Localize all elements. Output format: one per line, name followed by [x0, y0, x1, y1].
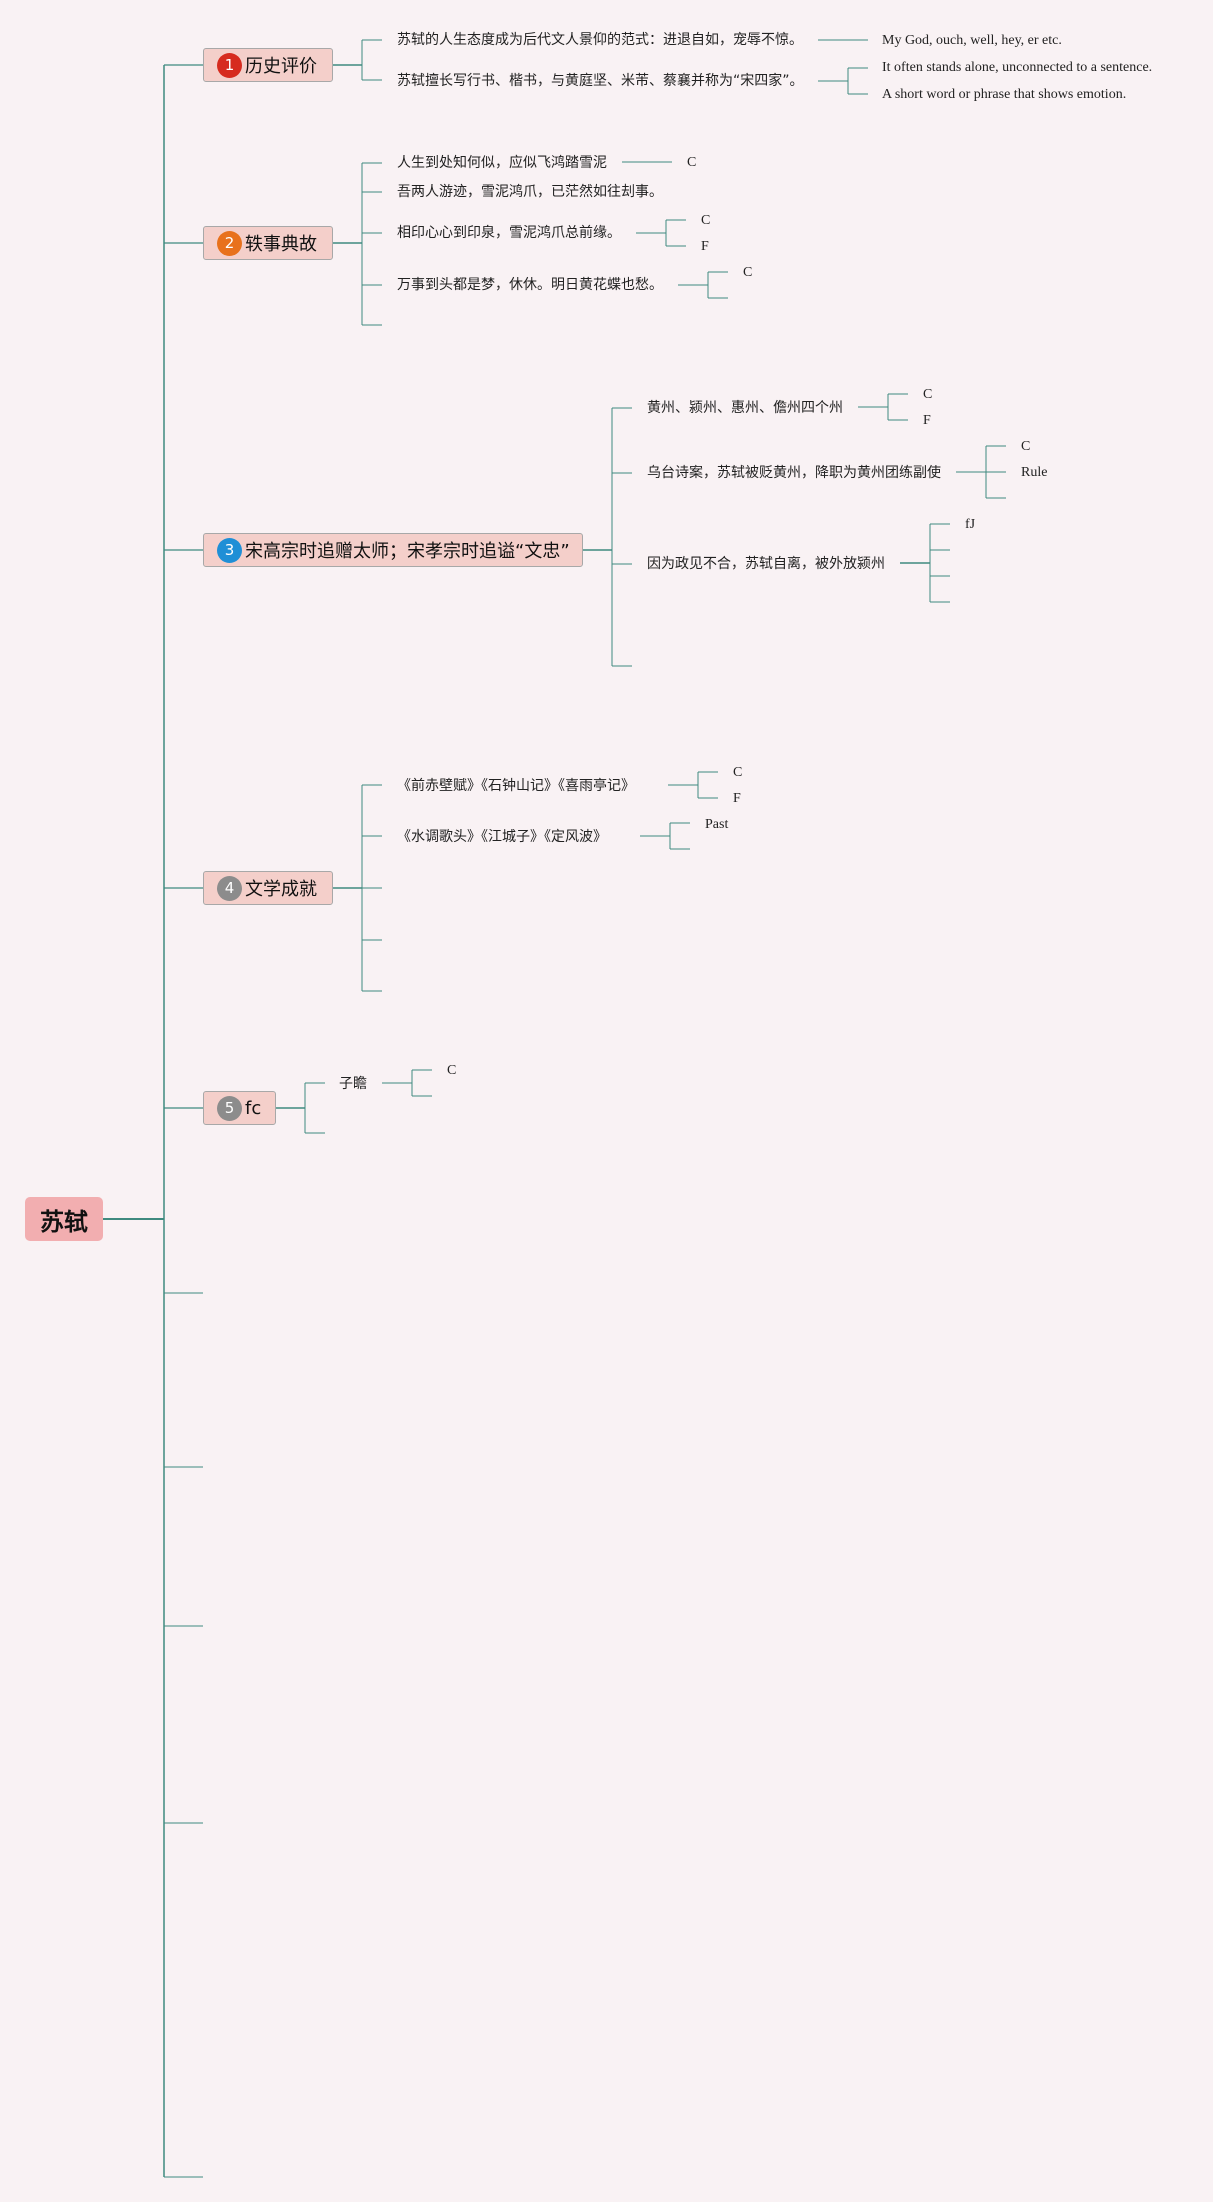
- branch-topic-3[interactable]: 3 宋高宗时追赠太师；宋孝宗时追谥“文忠”: [203, 533, 583, 567]
- note-text[interactable]: F: [733, 791, 741, 806]
- branch-label-1: 历史评价: [245, 56, 317, 77]
- root-topic[interactable]: 苏轼: [25, 1197, 103, 1241]
- branch-topic-2[interactable]: 2 轶事典故: [203, 226, 333, 260]
- subtopic[interactable]: 人生到处知何似，应似飞鸿踏雪泥: [397, 155, 607, 171]
- subtopic[interactable]: 吾两人游迹，雪泥鸿爪，已茫然如往刦事。: [397, 184, 663, 200]
- branch-label-4: 文学成就: [245, 879, 317, 900]
- subtopic[interactable]: 乌台诗案，苏轼被贬黄州，降职为黄州团练副使: [647, 465, 941, 481]
- subtopic[interactable]: 《水调歌头》《江城子》《定风波》: [397, 829, 607, 845]
- note-text[interactable]: C: [733, 765, 743, 780]
- note-text[interactable]: C: [447, 1063, 457, 1078]
- number-badge-1: 1: [217, 52, 242, 78]
- note-text[interactable]: My God, ouch, well, hey, er etc.: [882, 33, 1062, 48]
- note-text[interactable]: It often stands alone, unconnected to a …: [882, 60, 1153, 75]
- branch-label-2: 轶事典故: [245, 234, 317, 255]
- note-text[interactable]: Past: [705, 817, 729, 832]
- subtopic[interactable]: 苏轼的人生态度成为后代文人景仰的范式：进退自如，宠辱不惊。: [397, 32, 803, 48]
- note-text[interactable]: C: [743, 265, 753, 280]
- note-text[interactable]: C: [1021, 439, 1031, 454]
- branch-topic-5[interactable]: 5 fc: [203, 1091, 276, 1125]
- note-text[interactable]: C: [701, 213, 711, 228]
- branch-topic-4[interactable]: 4 文学成就: [203, 871, 333, 905]
- subtopic[interactable]: 相印心心到印泉，雪泥鸿爪总前缘。: [397, 225, 621, 241]
- branch-topic-1[interactable]: 1 历史评价: [203, 48, 333, 82]
- note-text[interactable]: A short word or phrase that shows emotio…: [882, 87, 1127, 102]
- number-badge-2: 2: [217, 230, 242, 256]
- subtopic[interactable]: 因为政见不合，苏轼自离，被外放颍州: [647, 556, 885, 572]
- subtopic[interactable]: 《前赤壁赋》《石钟山记》《喜雨亭记》: [397, 778, 635, 794]
- note-text[interactable]: F: [923, 413, 931, 428]
- subtopic[interactable]: 万事到头都是梦，休休。明日黄花蝶也愁。: [397, 277, 663, 293]
- number-badge-5: 5: [217, 1095, 242, 1121]
- note-text[interactable]: C: [923, 387, 933, 402]
- number-badge-3: 3: [217, 537, 242, 563]
- branch-label-5: fc: [245, 1097, 262, 1119]
- subtopic[interactable]: 黄州、颍州、惠州、儋州四个州: [647, 400, 843, 416]
- subtopic[interactable]: 子瞻: [339, 1076, 367, 1092]
- branch-label-3: 宋高宗时追赠太师；宋孝宗时追谥“文忠”: [245, 541, 570, 562]
- note-text[interactable]: fJ: [965, 517, 976, 532]
- note-text[interactable]: C: [687, 155, 697, 170]
- subtopic[interactable]: 苏轼擅长写行书、楷书，与黄庭坚、米芾、蔡襄并称为“宋四家”。: [397, 73, 804, 89]
- root-label: 苏轼: [40, 1207, 88, 1236]
- note-text[interactable]: Rule: [1021, 465, 1048, 480]
- number-badge-4: 4: [217, 875, 242, 901]
- note-text[interactable]: F: [701, 239, 709, 254]
